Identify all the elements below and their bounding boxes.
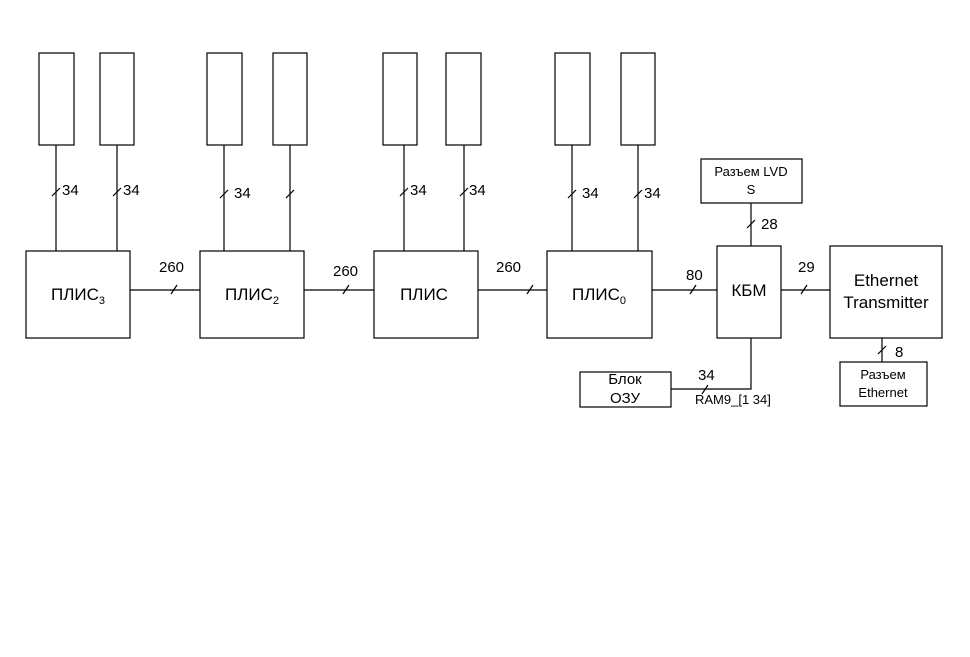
bus-label: 260 [159, 259, 184, 276]
bus-label: 34 [410, 182, 427, 199]
input-connector-6 [446, 53, 481, 145]
bus-label: 260 [496, 259, 521, 276]
plis0-label: ПЛИС0 [572, 285, 626, 307]
bus-label: 260 [333, 263, 358, 280]
input-connector-7 [555, 53, 590, 145]
plis3-label: ПЛИС3 [51, 285, 105, 307]
bus-label: 80 [686, 267, 703, 284]
input-connector-1 [39, 53, 74, 145]
kbm-label: КБМ [731, 281, 766, 300]
bus-label: 29 [798, 259, 815, 276]
plis1-label: ПЛИС [400, 285, 448, 304]
bus-label: 34 [644, 185, 661, 202]
ethernet-connector-label-line2: Ethernet [858, 385, 908, 400]
input-connector-2 [100, 53, 134, 145]
bus-label: 34 [469, 182, 486, 199]
plis2-label: ПЛИС2 [225, 285, 279, 307]
ethernet-transmitter-label-line2: Transmitter [843, 293, 929, 312]
ram-signal-label: RAM9_[1 34] [695, 392, 771, 407]
ram-block-label-line2: ОЗУ [610, 390, 641, 407]
lvds-connector-label-line1: Разъем LVD [714, 164, 787, 179]
bus-label: 34 [123, 182, 140, 199]
bus-label: 8 [895, 344, 903, 361]
ethernet-transmitter-block [830, 246, 942, 338]
input-connector-3 [207, 53, 242, 145]
bus-label: 34 [62, 182, 79, 199]
bus-label: 34 [582, 185, 599, 202]
ethernet-transmitter-label-line1: Ethernet [854, 271, 919, 290]
lvds-connector-label-line2: S [747, 182, 756, 197]
bus-label: 28 [761, 216, 778, 233]
ethernet-connector-label-line1: Разъем [860, 367, 905, 382]
input-connector-8 [621, 53, 655, 145]
bus-label: 34 [698, 367, 715, 384]
input-connector-5 [383, 53, 417, 145]
ram-block-label-line1: Блок [608, 371, 642, 388]
input-connector-4 [273, 53, 307, 145]
bus-label: 34 [234, 185, 251, 202]
